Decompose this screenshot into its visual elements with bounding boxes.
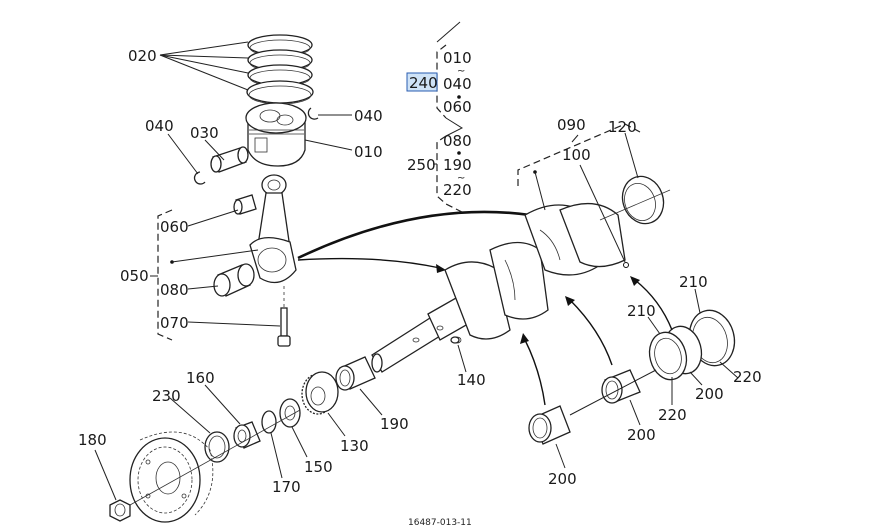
callout-140[interactable]: 140: [457, 371, 486, 389]
callout-200-right[interactable]: 200: [695, 385, 724, 403]
nut-180: [109, 499, 131, 522]
highlight-240[interactable]: [406, 72, 438, 92]
main-bearing-lower: [528, 405, 571, 445]
snap-ring-right: [307, 107, 319, 120]
callout-200-middle[interactable]: 200: [627, 426, 656, 444]
piston-rings: [246, 34, 314, 105]
callout-070[interactable]: 070: [160, 314, 189, 332]
assembly-arrow-3: [634, 279, 673, 331]
crank-gear: [301, 371, 339, 415]
bearing-190: [335, 356, 376, 391]
bearing-case: [648, 325, 703, 381]
bearing-120: [599, 175, 671, 225]
oil-seal-230: [204, 431, 230, 463]
callout-060[interactable]: 060: [160, 218, 189, 236]
callout-220-middle[interactable]: 220: [658, 406, 687, 424]
leader-020: [159, 41, 249, 91]
small-end-bush: [233, 194, 257, 215]
callout-030[interactable]: 030: [190, 124, 219, 142]
callout-210-right[interactable]: 210: [679, 273, 708, 291]
variant-label-240[interactable]: 240: [409, 74, 438, 92]
piston-pin: [210, 146, 249, 173]
crankpin-bearing: [213, 263, 255, 297]
crankshaft: [371, 202, 626, 373]
callout-210-left[interactable]: 210: [627, 302, 656, 320]
key: [450, 336, 460, 344]
variant-item-060[interactable]: 060: [443, 98, 472, 116]
washer-150: [279, 398, 301, 428]
callout-040-right[interactable]: 040: [354, 107, 383, 125]
callout-170[interactable]: 170: [272, 478, 301, 496]
collar-160: [233, 421, 261, 449]
assembly-line-upper: [297, 210, 531, 260]
callout-080[interactable]: 080: [160, 281, 189, 299]
variant-item-010[interactable]: 010: [443, 49, 472, 67]
rod-bolt: [277, 286, 291, 347]
tilde-icon: ~: [457, 173, 465, 184]
callout-130[interactable]: 130: [340, 437, 369, 455]
callout-230[interactable]: 230: [152, 387, 181, 405]
callout-220-right[interactable]: 220: [733, 368, 762, 386]
callout-090[interactable]: 090: [557, 116, 586, 134]
o-ring-170: [261, 410, 277, 434]
callout-180[interactable]: 180: [78, 431, 107, 449]
variant-item-080[interactable]: 080: [443, 132, 472, 150]
callout-050[interactable]: 050: [120, 267, 149, 285]
crank-pulley: [129, 409, 301, 523]
main-bearing-middle: [601, 369, 641, 404]
snap-ring-left: [193, 171, 206, 185]
callout-160[interactable]: 160: [186, 369, 215, 387]
piston: [245, 102, 307, 167]
variant-item-190[interactable]: 190: [443, 156, 472, 174]
variant-item-040[interactable]: 040: [443, 75, 472, 93]
variant-item-220[interactable]: 220: [443, 181, 472, 199]
callout-190[interactable]: 190: [380, 415, 409, 433]
callout-040-left[interactable]: 040: [145, 117, 174, 135]
assembly-arrow-1: [524, 339, 546, 406]
callout-100[interactable]: 100: [562, 146, 591, 164]
tilde-icon: ~: [457, 66, 465, 77]
callout-150[interactable]: 150: [304, 458, 333, 476]
variant-label-250[interactable]: 250: [407, 156, 436, 174]
callout-200-lower[interactable]: 200: [548, 470, 577, 488]
callout-010[interactable]: 010: [354, 143, 383, 161]
drawing-code: 16487-013-11: [408, 518, 472, 528]
connecting-rod: [249, 174, 297, 284]
callout-120[interactable]: 120: [608, 118, 637, 136]
assembly-arrow-lower: [297, 257, 441, 269]
callout-020[interactable]: 020: [128, 47, 157, 65]
assembly-arrow-2: [569, 299, 613, 366]
